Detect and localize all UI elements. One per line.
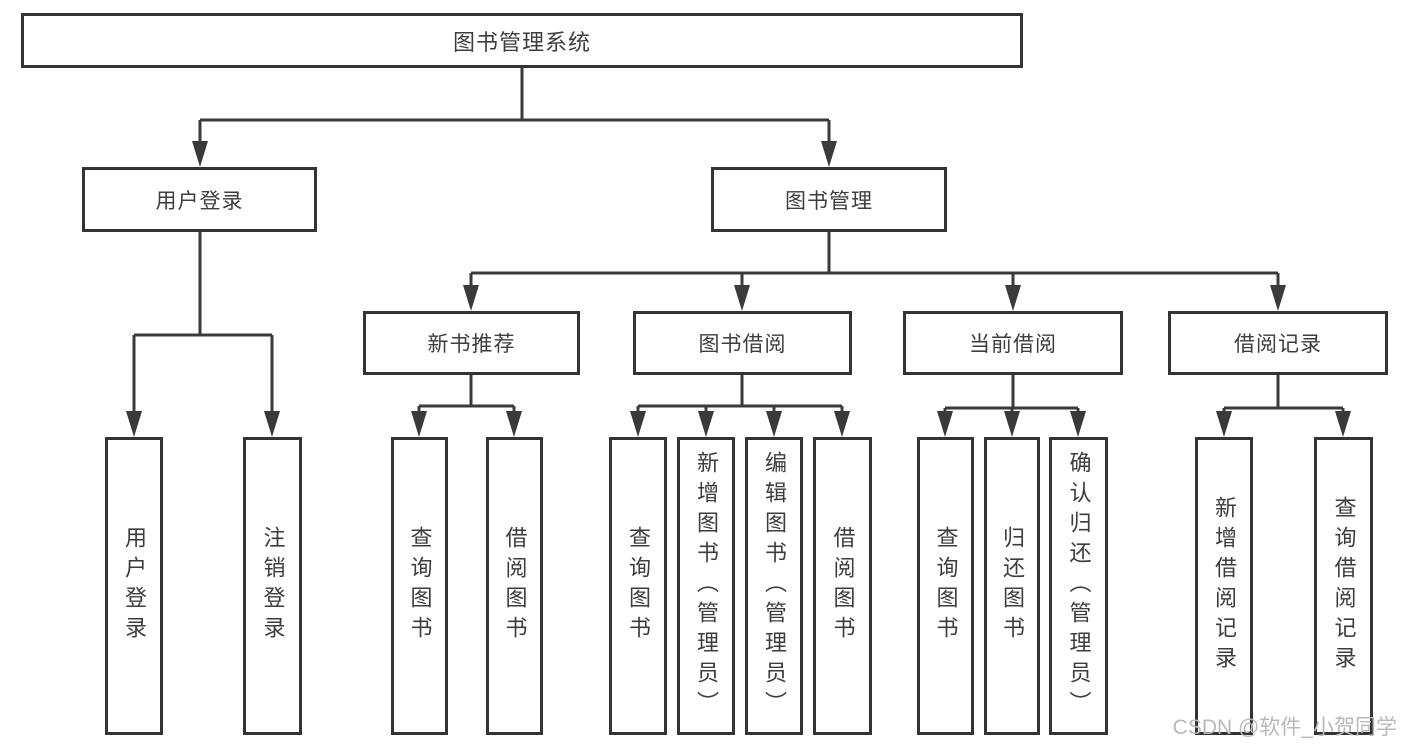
leaf-userlogin-user-login: 用户登录 xyxy=(105,437,163,735)
leaf-currentborrow-confirm-return-admin: 确认归还（管理员） xyxy=(1049,437,1108,735)
arrowheads xyxy=(126,141,1351,437)
arrow-down-icon xyxy=(1004,411,1020,437)
leaf-bookborrow-add-book-admin: 新增图书（管理员） xyxy=(677,437,735,735)
leaf-records-add-record: 新增借阅记录 xyxy=(1195,437,1253,735)
node-book-borrow: 图书借阅 xyxy=(633,311,852,375)
node-book-management: 图书管理 xyxy=(711,167,947,232)
leaf-userlogin-logout: 注销登录 xyxy=(243,437,302,735)
csdn-watermark: CSDN @软件_小贺同学 xyxy=(1172,716,1397,739)
arrow-down-icon xyxy=(463,285,479,311)
leaf-records-query-record: 查询借阅记录 xyxy=(1314,437,1373,735)
connector-root-to-level2 xyxy=(198,68,831,145)
arrow-down-icon xyxy=(126,411,142,437)
arrow-down-icon xyxy=(821,141,837,167)
connector-newbook-children xyxy=(417,375,516,415)
leaf-bookborrow-query-book: 查询图书 xyxy=(609,437,667,735)
leaf-newbook-query-book: 查询图书 xyxy=(391,437,448,735)
connector-bookmgmt-children xyxy=(469,232,1280,289)
arrow-down-icon xyxy=(698,411,714,437)
arrow-down-icon xyxy=(766,411,782,437)
arrow-down-icon xyxy=(630,411,646,437)
arrow-down-icon xyxy=(1270,285,1286,311)
arrow-down-icon xyxy=(1216,411,1232,437)
connector-userlogin-children xyxy=(132,232,274,415)
leaf-currentborrow-query-book: 查询图书 xyxy=(917,437,974,735)
node-user-login: 用户登录 xyxy=(82,167,317,232)
node-borrow-records: 借阅记录 xyxy=(1168,311,1388,375)
arrow-down-icon xyxy=(192,141,208,167)
node-root: 图书管理系统 xyxy=(21,13,1023,68)
node-new-book-recommend: 新书推荐 xyxy=(363,311,580,375)
connector-currentborrow-children xyxy=(943,375,1080,415)
arrow-down-icon xyxy=(834,411,850,437)
leaf-bookborrow-borrow-book: 借阅图书 xyxy=(813,437,872,735)
arrow-down-icon xyxy=(1335,411,1351,437)
arrow-down-icon xyxy=(1070,411,1086,437)
arrow-down-icon xyxy=(734,285,750,311)
arrow-down-icon xyxy=(506,411,522,437)
arrow-down-icon xyxy=(937,411,953,437)
leaf-bookborrow-edit-book-admin: 编辑图书（管理员） xyxy=(745,437,803,735)
arrow-down-icon xyxy=(1005,285,1021,311)
node-current-borrow: 当前借阅 xyxy=(903,311,1123,375)
arrow-down-icon xyxy=(411,411,427,437)
connector-records-children xyxy=(1222,375,1345,415)
arrow-down-icon xyxy=(264,411,280,437)
connector-bookborrow-children xyxy=(636,375,844,415)
leaf-currentborrow-return-book: 归还图书 xyxy=(984,437,1040,735)
leaf-newbook-borrow-book: 借阅图书 xyxy=(486,437,543,735)
